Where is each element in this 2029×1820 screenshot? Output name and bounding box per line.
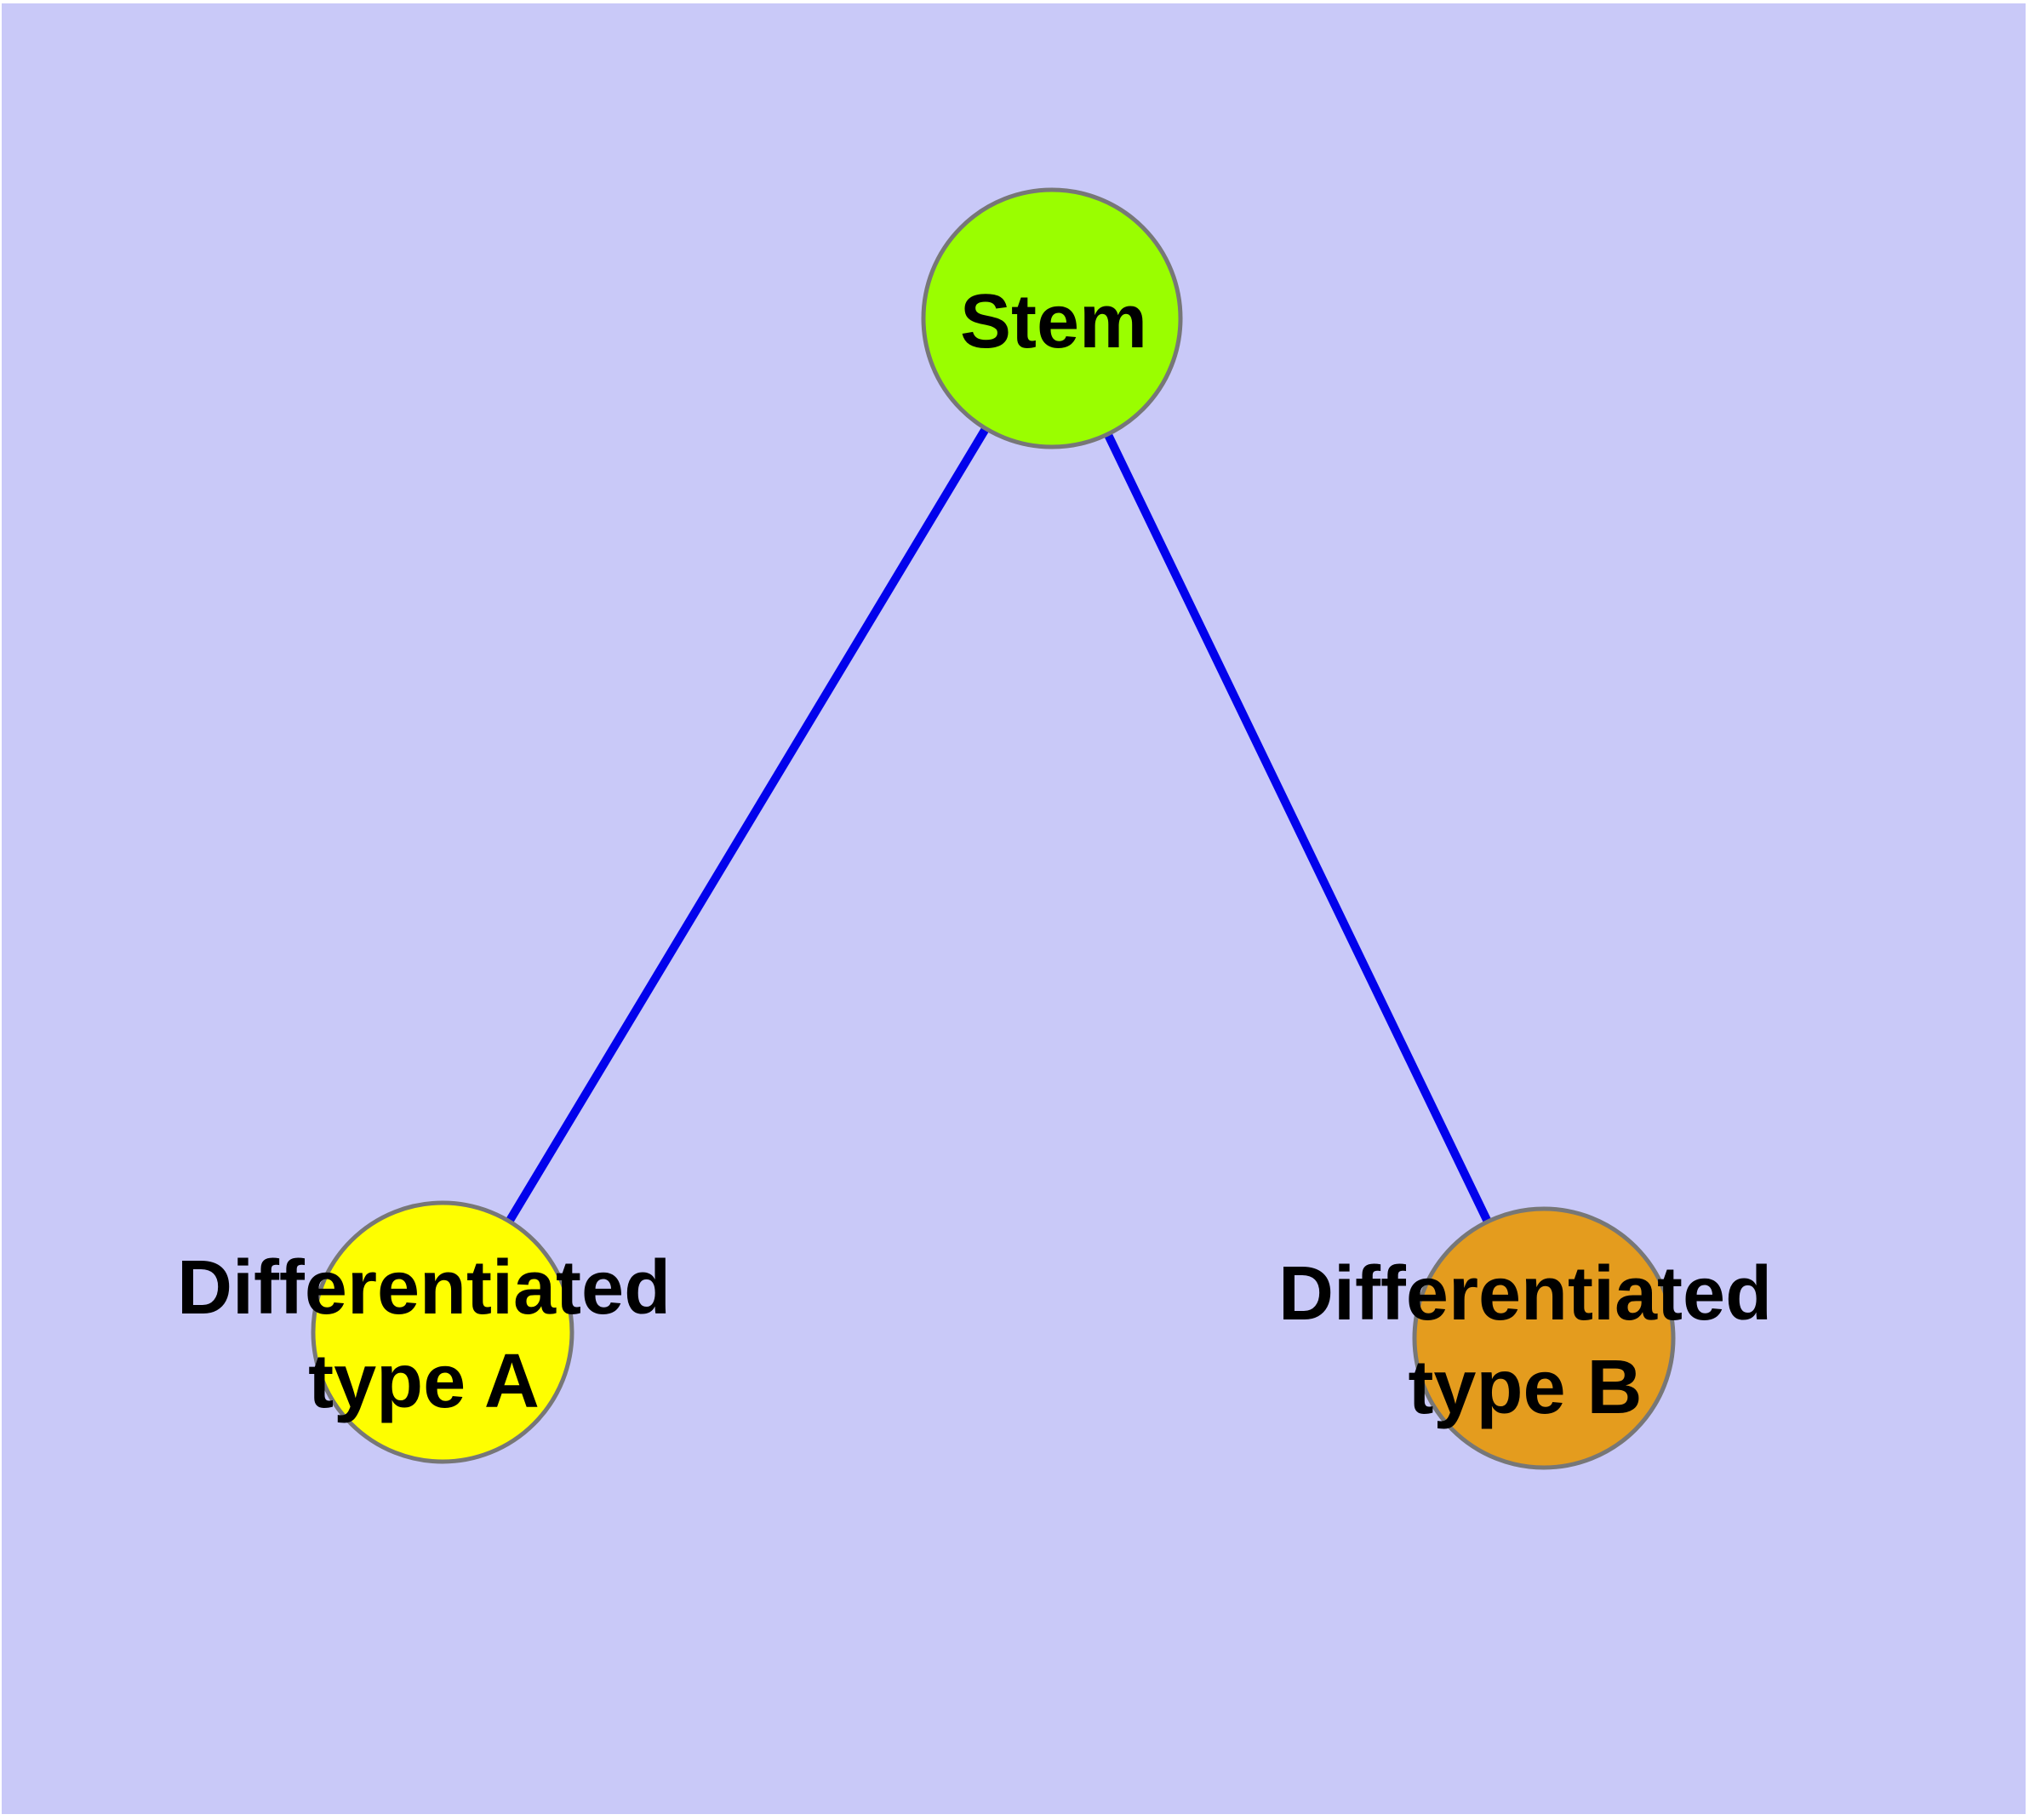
node-label-differentiated-type-a: Differentiated type A [177,1241,671,1428]
node-label-stem-text: Stem [959,279,1148,364]
edge-stem-to-type-b [1048,316,1548,1341]
node-label-type-b-line1: Differentiated [1277,1251,1773,1336]
node-label-type-b-line2: type B [1408,1345,1643,1430]
node-differentiated-type-a [311,1200,574,1464]
node-label-type-a-line2: type A [308,1339,540,1424]
node-differentiated-type-b [1412,1206,1676,1470]
node-label-stem: Stem [960,275,1147,369]
edge-stem-to-type-a [438,316,1056,1335]
node-stem [921,187,1183,449]
node-label-type-a-line1: Differentiated [176,1245,672,1331]
node-label-differentiated-type-b: Differentiated type B [1278,1247,1772,1434]
